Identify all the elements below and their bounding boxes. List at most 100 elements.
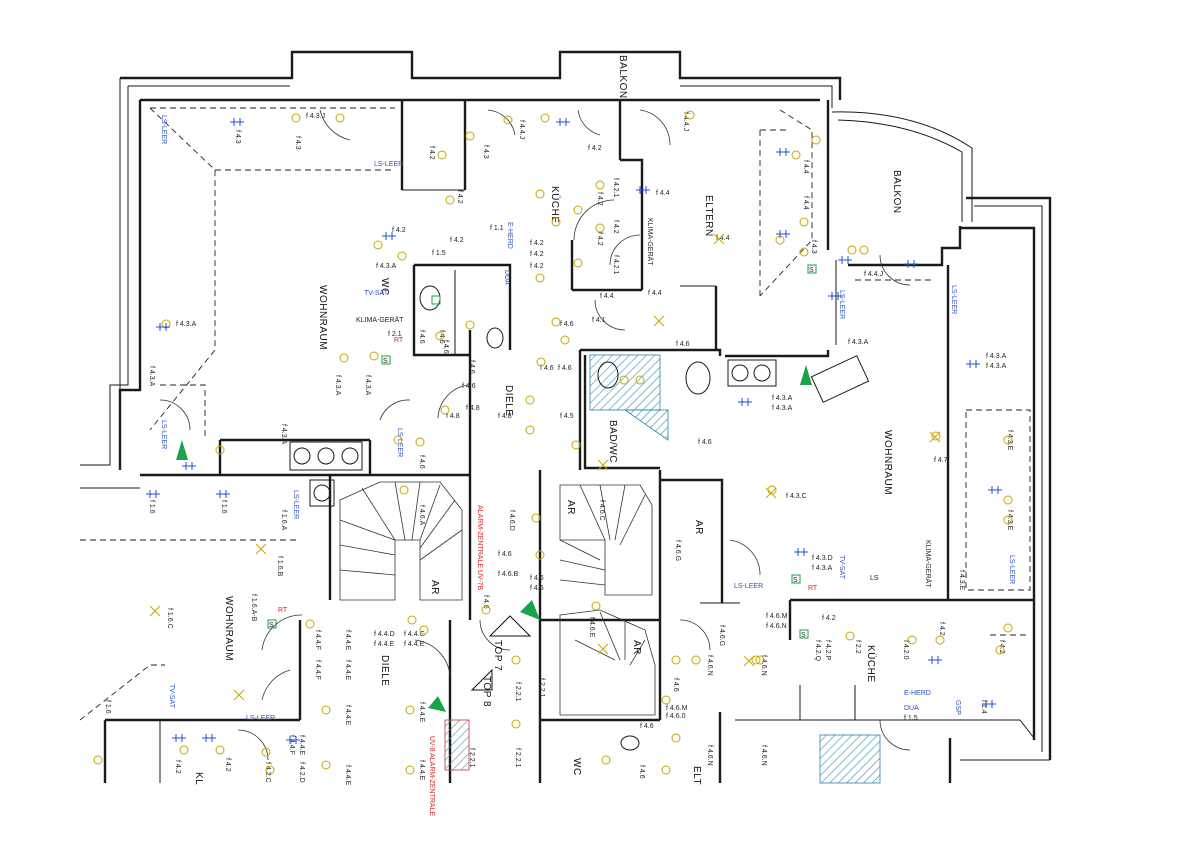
circuit-label: f 4.3.C [786,493,807,500]
room-ar-lower: AR [631,640,642,655]
circuit-label: f 4.4.E [344,660,351,681]
circuit-label: f 4.2 [530,251,544,258]
circuit-label: f 4.5 [560,413,574,420]
circuit-label: f 4.4.G [404,631,425,638]
circuit-label: f 4.6.N [760,655,767,676]
circuit-label: f 4.3.A [772,395,793,402]
dua-top: DUA [503,270,510,285]
ls-leer-2: LS-LEER [160,115,167,144]
circuit-label: f 2.1 [388,331,402,338]
circuit-label: f 4.4 [716,235,730,242]
e-herd-bottom: E-HERD [904,690,931,697]
room-labels: WOHNRAUM KÜCHE ELTERN BALKON BALKON DIEL… [193,55,902,785]
outlet-symbols [146,118,1002,744]
circuit-label: f 4.4.F [314,630,321,650]
circuit-label: f 4.4.E [418,760,425,781]
e-herd-top: E-HERD [506,222,513,249]
circuit-label: f 4.3.J [306,113,325,120]
klima-left: KLIMA-GERÄT [356,316,404,324]
circuit-label: f 4.6 [530,585,544,592]
room-top7: TOP 7 [492,640,503,671]
switch-s-1: S [383,358,388,365]
sanitary-fixtures [289,285,870,751]
circuit-label: f 4.4.E [418,702,425,723]
circuit-label: f 4.6.N [706,745,713,766]
circuit-label: f 4.4.E [298,735,305,756]
circuit-label: f 4.4.F [288,735,295,755]
shower-tile-area [819,734,881,784]
outer-walls [80,50,1052,783]
circuit-label: f 4.6 [530,575,544,582]
circuit-label: f 4.6.B [498,571,519,578]
staircase-center [559,484,656,716]
circuit-label: f 4.2 [998,640,1005,654]
circuit-label: f 4.8 [466,405,480,412]
circuit-label: f 4.2.1 [612,178,619,198]
circuit-label: f 4.3.A [986,363,1007,370]
circuit-label: f 4.6.G [674,540,681,561]
circuit-label: f 4.6 [468,360,475,374]
dua-bottom: DUA [904,705,919,712]
circuit-label: f 4.2.D [298,762,305,783]
circuit-label: f 4.6 [560,321,574,328]
circuit-label: f 2.2.1 [514,748,521,768]
circuit-label: f 4.3 [482,145,489,159]
circuit-label: f 4.3.A [334,375,341,396]
circuit-label: f 4.4.E [344,705,351,726]
room-wohnraum-lower: WOHNRAUM [223,596,234,661]
room-elt: ELT [691,766,702,785]
circuit-label: f 4.2 [174,760,181,774]
ls-leer-10: LS-LEER [950,285,957,314]
bathroom-tile-corner [623,409,669,441]
alarm-top: ALARM-ZENTRALE UV-7B [476,505,483,591]
circuit-label: f 4.3.A [364,375,371,396]
fixture-symbols [93,110,1013,775]
room-ar-stair: AR [565,500,576,515]
circuit-label: f 4.3 [294,136,301,150]
circuit-label: f 4.3.A [376,263,397,270]
circuit-label: f 4.2 [612,220,619,234]
circuit-label: f 4.3.A [280,424,287,445]
circuit-label: f 1.6.B [276,556,283,577]
circuit-label: f 1.6 [220,500,227,514]
switch-s-5: S [801,632,806,639]
circuit-label: f 4.6 [438,330,445,344]
circuit-label: f 1.5 [904,715,918,722]
circuit-label: f 4.6 [498,551,512,558]
circuit-label: f 4.3.E [958,570,965,591]
circuit-label: f 4.2 [588,145,602,152]
circuit-label: f 4.3 [810,240,817,254]
circuit-label: f 4.2 [596,232,603,246]
equipment-labels: KLIMA-GERÄT KLIMA-GERÄT KLIMA-GERÄT ALAR… [160,115,1015,816]
circuit-label: f 4.2.0 [902,640,909,660]
klima-mid: KLIMA-GERÄT [646,218,654,266]
circuit-label: f 4.3.A [772,405,793,412]
room-wc-lower: WC [571,758,582,776]
alarm-panel-area [444,719,470,771]
switch-box-labels: S S S S S LS [269,267,879,639]
staircase-left [339,481,463,601]
interior-walls [103,100,1034,783]
circuit-label: f 4.4.J [682,112,689,131]
circuit-label: f 4.3.A [812,565,833,572]
circuit-label: f 4.6 [418,330,425,344]
circuit-label: f 4.8 [446,413,460,420]
circuit-label: f 4.2.1 [612,255,619,275]
circuit-label: f 4.6 [462,383,476,390]
circuit-label: f 4.3.A [986,353,1007,360]
ls-leer-6: LS-LEER [246,715,275,722]
rt-3: RT [278,607,288,614]
circuit-label: f 4.6 [640,723,654,730]
ceiling-outlines [79,107,1031,721]
circuit-label: f 1.6.A-B [250,594,257,622]
circuit-label: f 4.1 [592,317,606,324]
circuit-label: f 4.6 [638,765,645,779]
circuit-label: f 4.2 [822,615,836,622]
circuit-label: f 1.6 [104,700,111,714]
rt-1: RT [394,337,404,344]
circuit-label: f 4.4 [802,196,809,210]
circuit-label: f 4.2 [938,622,945,636]
room-kl: KL [193,772,204,785]
circuit-label: f 4.6.N [760,745,767,766]
tv-sat-3: TV-SAT [168,684,175,709]
